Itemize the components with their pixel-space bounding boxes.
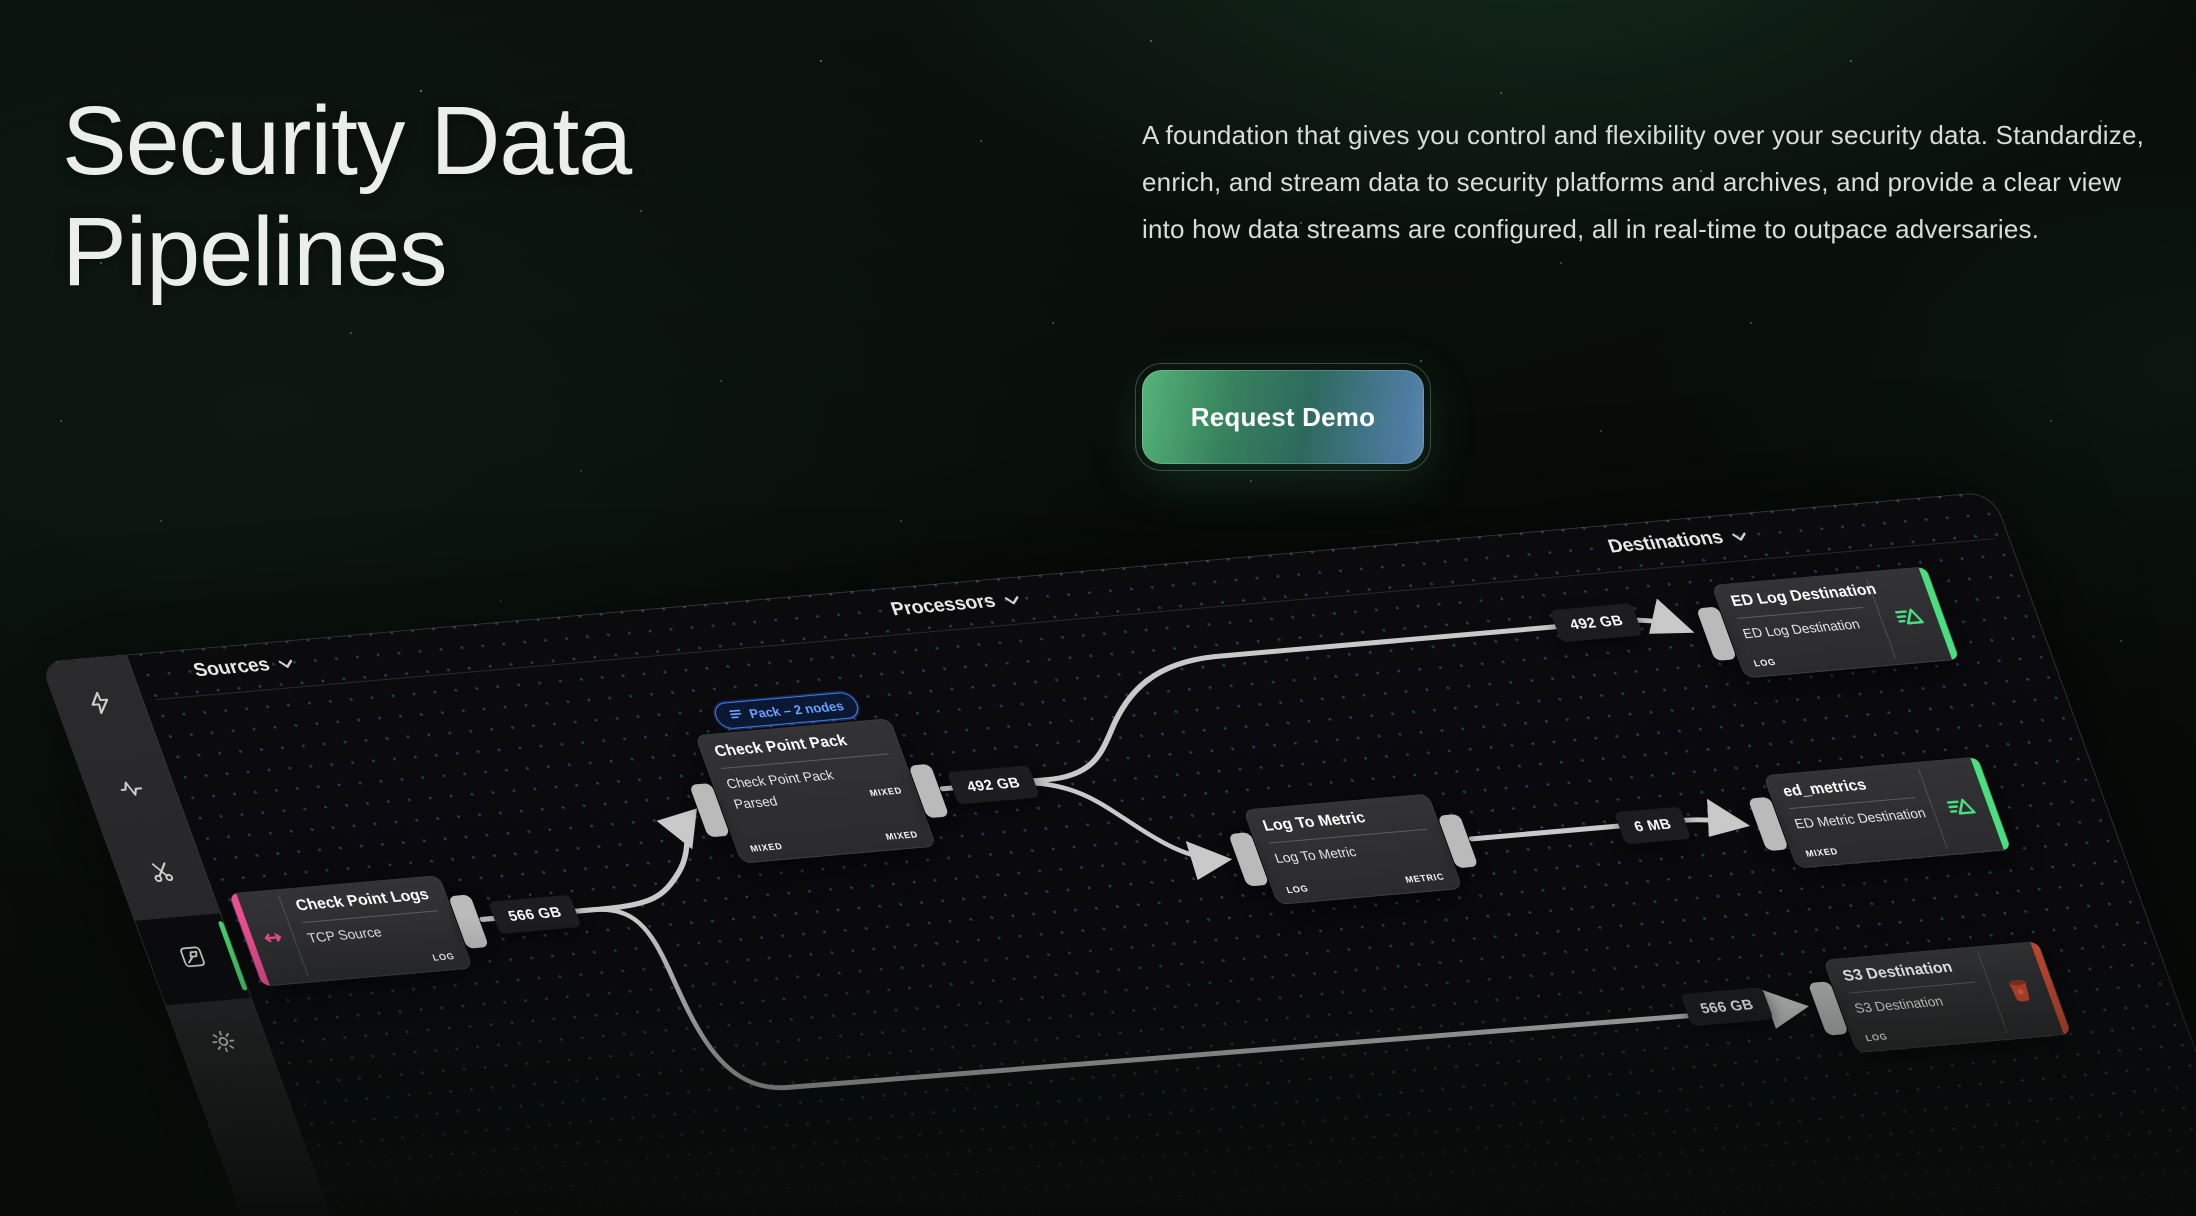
gear-icon (205, 1028, 242, 1060)
node-ed-metrics[interactable]: ed_metrics ED Metric Destination MIXED (1747, 756, 2013, 869)
hero-description: A foundation that gives you control and … (1142, 120, 2145, 244)
chevron-down-icon (1003, 595, 1020, 605)
node-title: Check Point Logs (293, 886, 432, 915)
column-header-processors[interactable]: Processors (888, 589, 1023, 622)
node-check-point-pack[interactable]: Pack – 2 nodes Check Point Pack Check Po… (689, 691, 950, 864)
page-title-line2: Pipelines (62, 196, 448, 306)
pipeline-map-icon (174, 943, 211, 975)
edge-logmetric-to-edmetrics (1468, 798, 1751, 842)
scissors-icon (144, 858, 181, 890)
edge-source-to-pack (479, 808, 697, 922)
toolbar-item-zap[interactable] (43, 659, 158, 751)
edge-source-to-s3 (479, 907, 1809, 1091)
node-log-to-metric[interactable]: Log To Metric Log To Metric LOG METRIC (1228, 793, 1479, 906)
pack-count-badge[interactable]: Pack – 2 nodes (710, 691, 862, 730)
list-icon (727, 707, 746, 724)
edge-label-6mb: 6 MB (1613, 806, 1692, 845)
input-type-tag: LOG (1864, 1031, 1890, 1044)
output-type-tag: METRIC (1403, 871, 1446, 885)
page-title: Security Data Pipelines (62, 86, 922, 307)
pack-row-type-tag: MIXED (868, 785, 904, 798)
node-subtitle: ED Log Destination (1740, 616, 1862, 642)
node-subtitle: TCP Source (305, 924, 384, 946)
column-header-sources[interactable]: Sources (191, 652, 297, 682)
node-title: S3 Destination (1840, 958, 1956, 985)
node-check-point-logs[interactable]: Check Point Logs TCP Source LOG (228, 875, 490, 987)
input-type-tag: LOG (1752, 656, 1778, 669)
output-type-tag: LOG (431, 951, 457, 963)
activity-icon (113, 774, 150, 806)
column-header-destinations[interactable]: Destinations (1605, 525, 1750, 558)
node-ed-log-destination[interactable]: ED Log Destination ED Log Destination LO… (1696, 566, 1961, 679)
toolbar-item-scissors[interactable] (104, 829, 219, 921)
chevron-down-icon (1731, 531, 1748, 541)
node-subtitle: ED Metric Destination (1792, 805, 1928, 832)
node-subtitle: S3 Destination (1852, 993, 1946, 1016)
node-title: ed_metrics (1780, 776, 1869, 801)
input-type-tag: MIXED (1804, 846, 1840, 859)
toolbar-item-activity[interactable] (74, 744, 189, 836)
input-type-tag: LOG (1284, 883, 1310, 896)
node-subtitle: Log To Metric (1272, 844, 1359, 866)
node-s3-destination[interactable]: S3 Destination S3 Destination LOG (1807, 940, 2073, 1054)
chevron-down-icon (278, 659, 295, 669)
output-type-tag: MIXED (884, 829, 920, 842)
starfield-decoration (0, 0, 2, 2)
pack-badge-label: Pack – 2 nodes (746, 698, 846, 722)
edge-pack-to-edlog (939, 598, 1695, 792)
pipeline-canvas[interactable]: Sources Processors Destinations (40, 491, 2196, 1216)
pack-row-label: Parsed (731, 793, 780, 812)
edgedelta-icon (1917, 758, 2004, 854)
edgedelta-icon (1865, 568, 1952, 664)
input-type-tag: MIXED (748, 841, 785, 854)
zap-icon (82, 689, 119, 721)
node-title: ED Log Destination (1728, 580, 1879, 611)
page-title-line1: Security Data (62, 86, 632, 195)
edge-pack-to-logmetric (1009, 780, 1233, 881)
request-demo-button[interactable]: Request Demo (1135, 363, 1431, 471)
